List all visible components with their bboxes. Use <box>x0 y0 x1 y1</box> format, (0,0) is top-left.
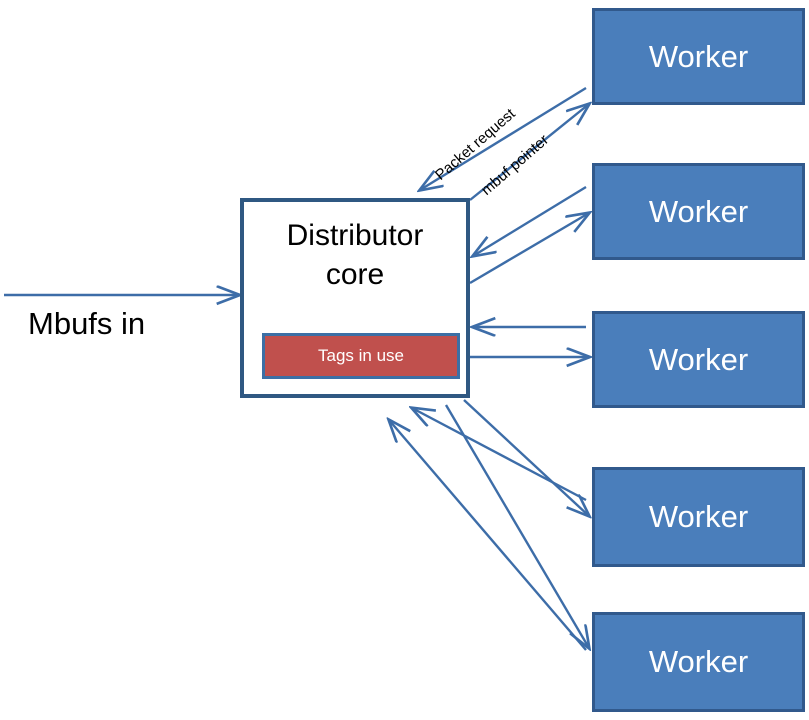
worker-box-2[interactable]: Worker <box>592 163 805 260</box>
worker-box-4[interactable]: Worker <box>592 467 805 567</box>
worker-box-1[interactable]: Worker <box>592 8 805 105</box>
worker-box-5[interactable]: Worker <box>592 612 805 712</box>
arrow-request-w5 <box>389 420 587 651</box>
mbufs-in-label: Mbufs in <box>28 306 146 341</box>
worker-label-1: Worker <box>648 38 749 74</box>
worker-label-4: Worker <box>648 499 749 534</box>
tags-in-use-label: Tags in use <box>318 346 404 365</box>
distributor-core-label: Distributor core <box>286 219 424 291</box>
arrow-mbuf-w2 <box>469 213 589 285</box>
arrow-request-w4 <box>412 408 587 502</box>
arrow-mbuf-w4 <box>463 399 589 516</box>
worker-box-3[interactable]: Worker <box>592 311 805 408</box>
arrow-mbuf-w5 <box>444 404 589 648</box>
tags-in-use-box[interactable]: Tags in use <box>262 333 460 379</box>
worker-label-2: Worker <box>648 193 749 229</box>
distributor-core-box[interactable]: Distributor core Tags in use <box>240 198 470 398</box>
worker-label-3: Worker <box>648 341 749 377</box>
worker-label-5: Worker <box>648 644 749 679</box>
